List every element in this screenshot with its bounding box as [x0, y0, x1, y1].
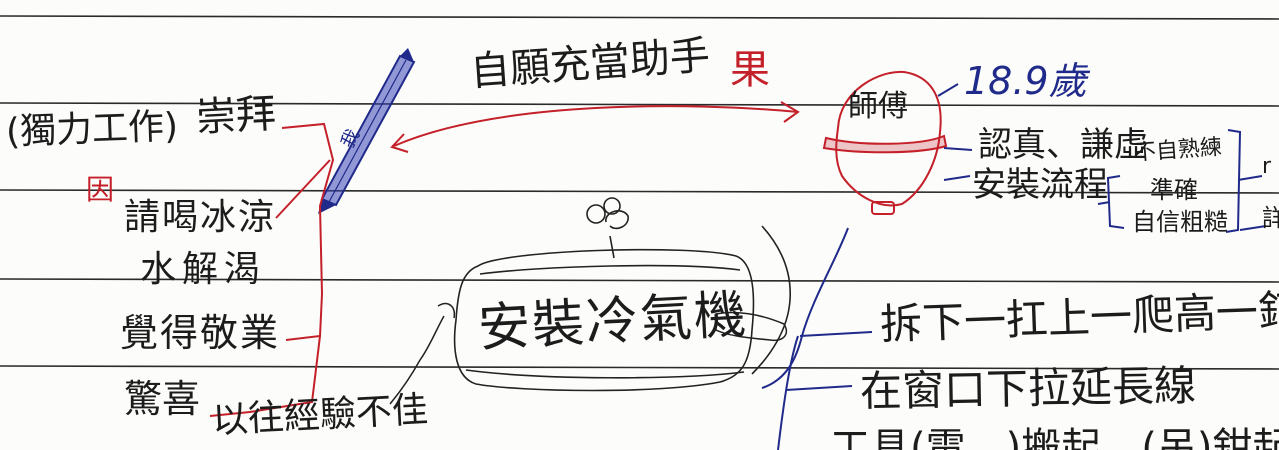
assist-arrow: [390, 101, 800, 153]
step-2-text: 在窗口下拉延長線: [859, 361, 1197, 416]
sub-skill-c: 自信粗糙: [1132, 208, 1228, 236]
admire-label: 崇拜: [194, 90, 278, 142]
ruled-line: [0, 189, 1279, 194]
surprise-label: 驚喜: [124, 377, 201, 421]
effect-mark: 果: [730, 47, 770, 93]
ruled-line: [0, 278, 1279, 283]
treat-ice-label: 請喝冰涼: [124, 197, 277, 238]
install-flow-label: 安裝流程: [972, 165, 1108, 205]
pencil-icon: [318, 48, 416, 214]
ruled-line: [0, 102, 1279, 107]
master-connectors: [761, 83, 1267, 450]
hose-sketch: [389, 302, 788, 405]
step-3-text: 工具(電…)搬起…(吊)鉗起: [830, 425, 1279, 450]
install-ac-label: 安裝冷氣機: [476, 284, 750, 360]
cause-mark: 因: [86, 173, 115, 206]
sub-skill-a: 不自熟練: [1133, 134, 1223, 167]
ruled-line: [0, 15, 1279, 20]
ruled-line: [0, 365, 1279, 370]
sub-skill-b: 準確: [1150, 176, 1198, 204]
cutoff-text-b: 詳: [1262, 204, 1279, 232]
master-label: 師傅: [848, 89, 908, 124]
solo-work-label: (獨力工作): [5, 106, 179, 153]
feel-respect-label: 覺得敬業: [120, 311, 281, 355]
cutoff-text-a: r: [1262, 154, 1272, 179]
cause-connectors: [209, 122, 335, 417]
ruled-lines: [0, 15, 1279, 370]
master-age: 18.9歲: [964, 59, 1087, 103]
serious-label: 認真、謙虛: [978, 125, 1148, 165]
hard-hat-sketch: [822, 70, 948, 215]
water-cool-label: 水解渴: [140, 249, 267, 290]
air-conditioner-sketch: [453, 197, 791, 392]
